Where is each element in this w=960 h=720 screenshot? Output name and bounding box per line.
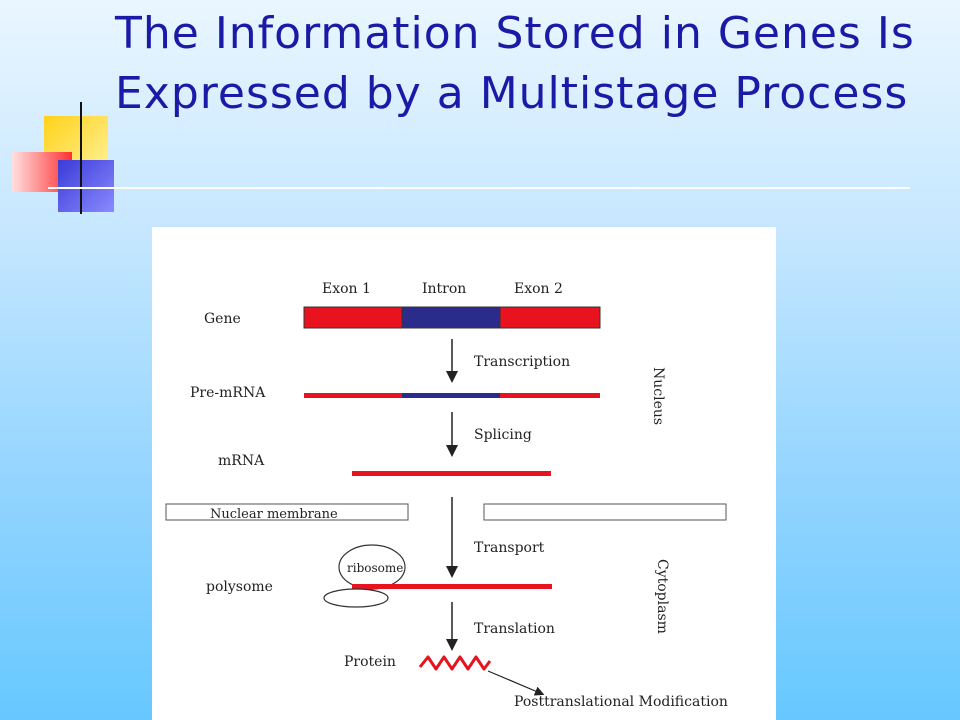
posttranslational-arrow xyxy=(487,670,545,696)
transcription-label: Transcription xyxy=(474,354,570,370)
translation-label: Translation xyxy=(474,621,555,637)
gene-exon2-block xyxy=(499,306,601,329)
decor-blue-square xyxy=(58,160,114,212)
exon1-label: Exon 1 xyxy=(322,281,371,297)
gene-expression-diagram: Exon 1 Intron Exon 2 Gene Transcription … xyxy=(165,281,728,710)
protein-label: Protein xyxy=(344,654,396,670)
polysome-mrna-strand xyxy=(352,584,552,589)
mrna-strand xyxy=(352,471,551,476)
mrna-label: mRNA xyxy=(218,453,265,469)
pre-mrna-intron-strand xyxy=(402,393,500,398)
protein-chain xyxy=(418,655,492,671)
cytoplasm-label: Cytoplasm xyxy=(654,559,670,634)
nuclear-membrane-label: Nuclear membrane xyxy=(210,507,338,522)
splicing-label: Splicing xyxy=(474,427,532,443)
pre-mrna-label: Pre-mRNA xyxy=(190,385,266,401)
intron-label: Intron xyxy=(422,281,466,297)
ribosome-label: ribosome xyxy=(347,561,403,575)
slide-title: The Information Stored in Genes Is Expre… xyxy=(115,8,915,119)
gene-label: Gene xyxy=(204,311,241,327)
posttranslational-label: Posttranslational Modification xyxy=(514,694,728,710)
gene-intron-block xyxy=(401,306,501,329)
decor-vertical-line xyxy=(80,102,82,214)
gene-exon1-block xyxy=(303,306,403,329)
gene-expression-figure: Exon 1 Intron Exon 2 Gene Transcription … xyxy=(152,227,776,720)
pre-mrna-exon1-strand xyxy=(304,393,402,398)
nuclear-membrane-left xyxy=(165,503,409,521)
nuclear-membrane-right xyxy=(483,503,727,521)
transport-label: Transport xyxy=(474,540,545,556)
exon2-label: Exon 2 xyxy=(514,281,563,297)
nucleus-label: Nucleus xyxy=(650,367,666,425)
title-underline xyxy=(48,187,910,189)
polysome-label: polysome xyxy=(206,579,273,595)
pre-mrna-exon2-strand xyxy=(500,393,600,398)
ribosome-small-subunit xyxy=(323,588,389,608)
